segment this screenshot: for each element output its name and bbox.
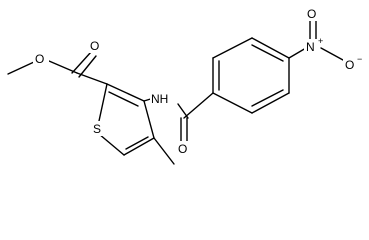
chemical-structure-canvas: O O S NH O N + O O −: [7, 6, 363, 165]
bond-c3-c2-1: [106, 83, 145, 102]
bond-carbonyl-aryl: [183, 92, 214, 119]
atom-amide-o: O: [178, 142, 187, 156]
atom-ester-o-single: O: [35, 52, 44, 66]
bond-carbonyl-o-double-1: [71, 51, 92, 74]
bond-ar-c6-c1: [212, 92, 253, 114]
bond-c4-c3: [143, 100, 155, 139]
bond-c2-s: [98, 83, 108, 122]
bond-c5-c4-2: [125, 136, 149, 150]
atom-labels: O O S NH O N + O O −: [33, 6, 362, 156]
bond-methyl-o: [7, 61, 35, 75]
atom-thiophene-s: S: [93, 122, 101, 136]
atom-nitro-n-charge: +: [318, 36, 323, 46]
atom-ester-o-double: O: [90, 39, 99, 53]
bond-ar-c2-c3: [212, 37, 253, 59]
bond-c4-methyl: [153, 137, 175, 165]
molecule-diagram: O O S NH O N + O O −: [7, 6, 362, 165]
bond-s-c5: [98, 133, 125, 156]
bond-ar-c5-c6-inner: [251, 89, 284, 107]
bond-c3-c2-2: [108, 91, 139, 107]
atom-nitro-n: N: [306, 40, 315, 54]
bond-nitro-o-right: [320, 47, 344, 61]
bond-o-carbonyl: [48, 60, 78, 74]
atom-nitro-o-top: O: [307, 7, 316, 21]
bond-ar-c3-c4: [251, 37, 290, 59]
bond-ar-c3-c4-inner: [251, 44, 284, 62]
atom-nitro-o-right-charge: −: [357, 54, 362, 64]
bond-ar-c5-c6: [251, 92, 290, 114]
bond-carbonyl-thiophene: [76, 72, 108, 85]
bond-carbonyl-o-double-2: [78, 55, 97, 78]
atom-amide-nh: NH: [151, 92, 168, 106]
atom-nitro-o-right: O: [345, 58, 354, 72]
bond-ar-nitro: [288, 47, 307, 59]
bond-c5-c4-1: [123, 137, 155, 156]
